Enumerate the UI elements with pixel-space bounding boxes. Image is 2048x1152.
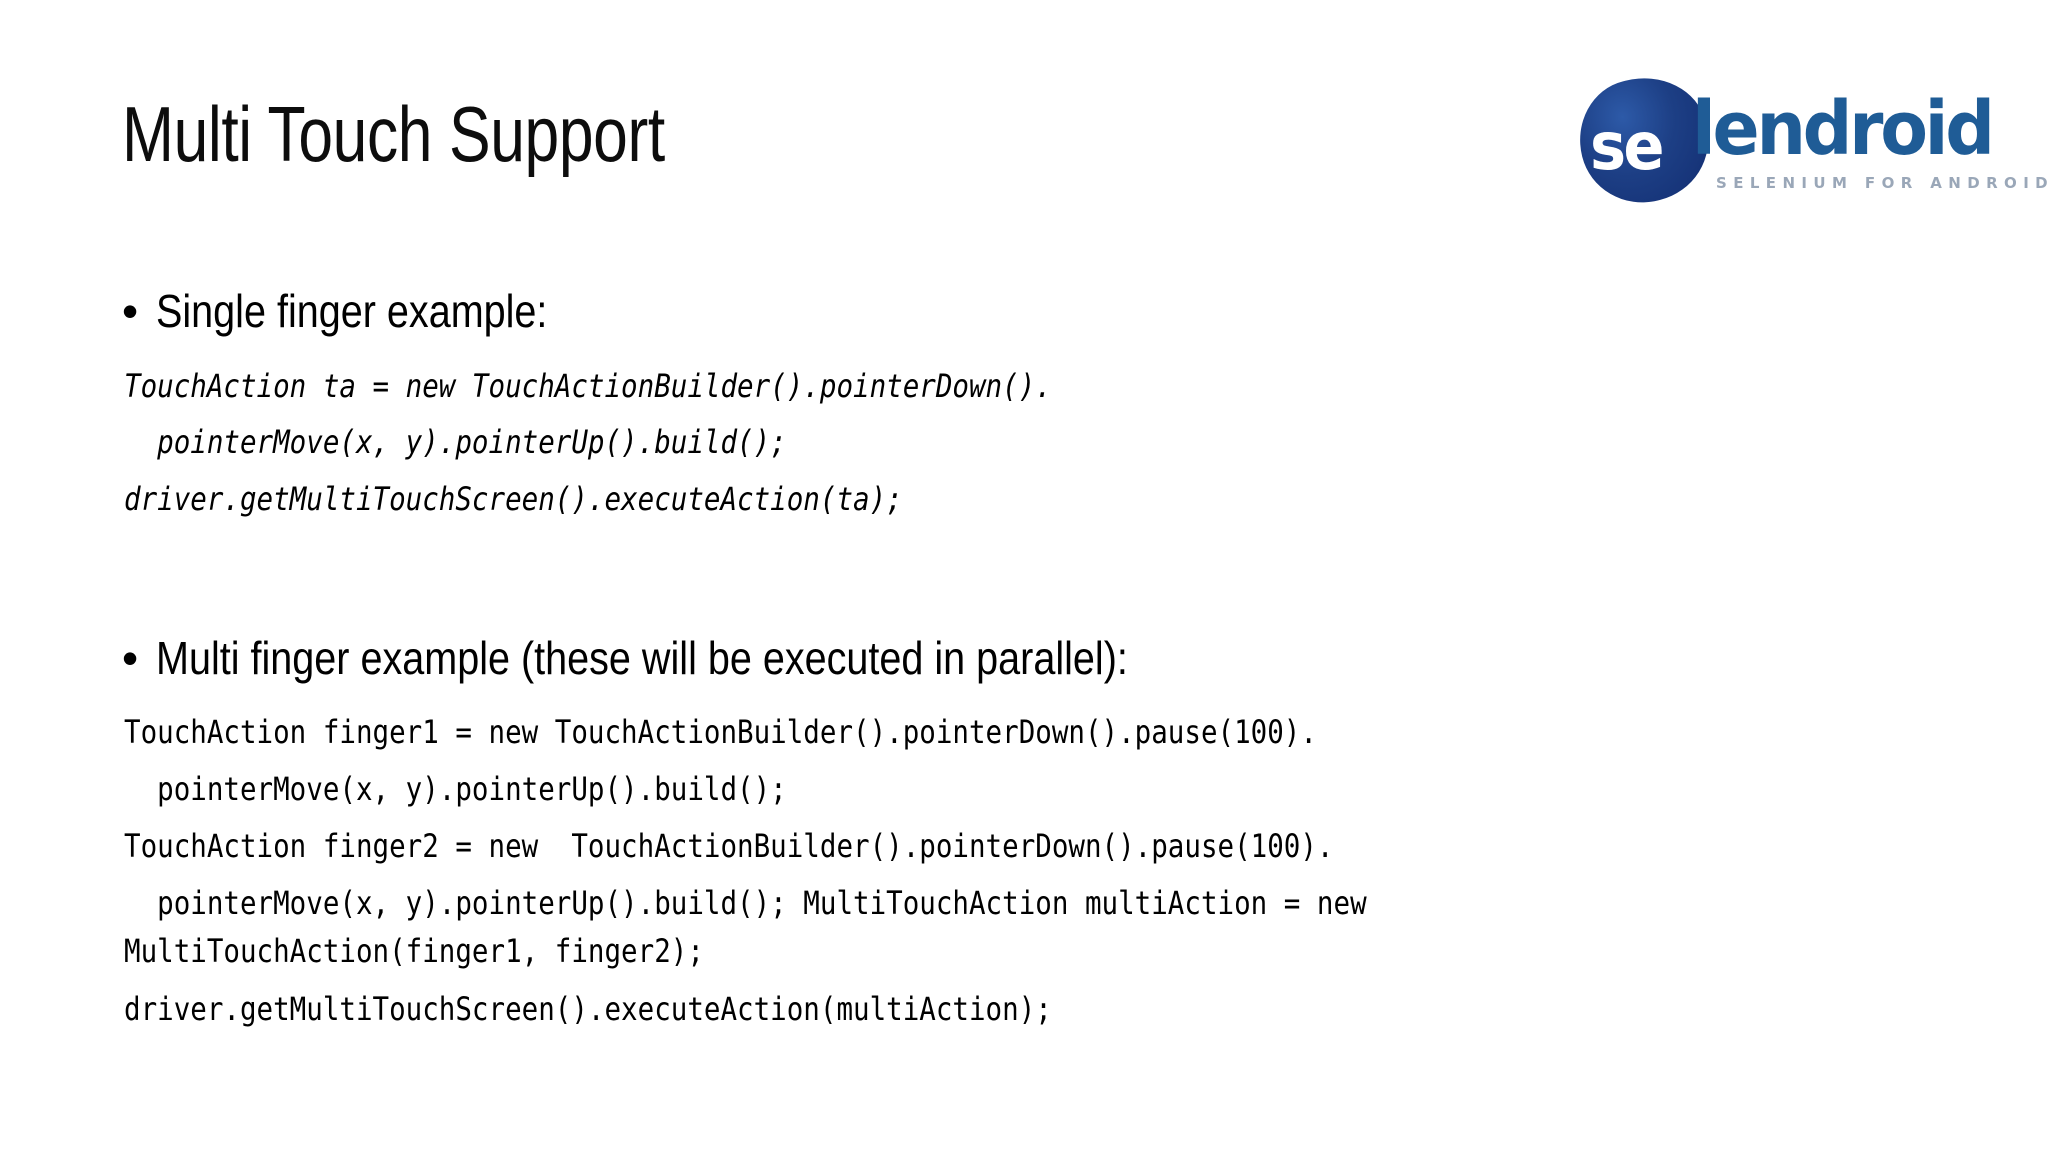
code-line: TouchAction finger1 = new TouchActionBui…: [124, 713, 1317, 751]
code-line: driver.getMultiTouchScreen().executeActi…: [124, 990, 1052, 1028]
code-line: TouchAction finger2 = new TouchActionBui…: [124, 827, 1334, 865]
page-title: Multi Touch Support: [122, 90, 665, 178]
logo-word-text: lendroid: [1692, 86, 1995, 172]
code-line: MultiTouchAction(finger1, finger2);: [124, 932, 704, 970]
logo-tagline: SELENIUM FOR ANDROID: [1716, 174, 2048, 192]
bullet-marker-icon: •: [122, 285, 139, 337]
bullet-item-single-finger: • Single finger example:: [122, 285, 611, 337]
code-line: pointerMove(x, y).pointerUp().build();: [124, 423, 787, 461]
code-line: TouchAction ta = new TouchActionBuilder(…: [124, 367, 1052, 405]
bullet-label-single-finger: Single finger example:: [156, 285, 548, 337]
bullet-item-multi-finger: • Multi finger example (these will be ex…: [122, 632, 1286, 684]
selendroid-logo: se lendroid SELENIUM FOR ANDROID: [1566, 64, 2048, 216]
bullet-marker-icon: •: [122, 632, 139, 684]
code-line: driver.getMultiTouchScreen().executeActi…: [124, 480, 903, 518]
code-line: pointerMove(x, y).pointerUp().build();: [124, 770, 787, 808]
bullet-label-multi-finger: Multi finger example (these will be exec…: [156, 632, 1128, 684]
code-line: pointerMove(x, y).pointerUp().build(); M…: [124, 884, 1367, 922]
logo-mark-text: se: [1590, 108, 1665, 185]
